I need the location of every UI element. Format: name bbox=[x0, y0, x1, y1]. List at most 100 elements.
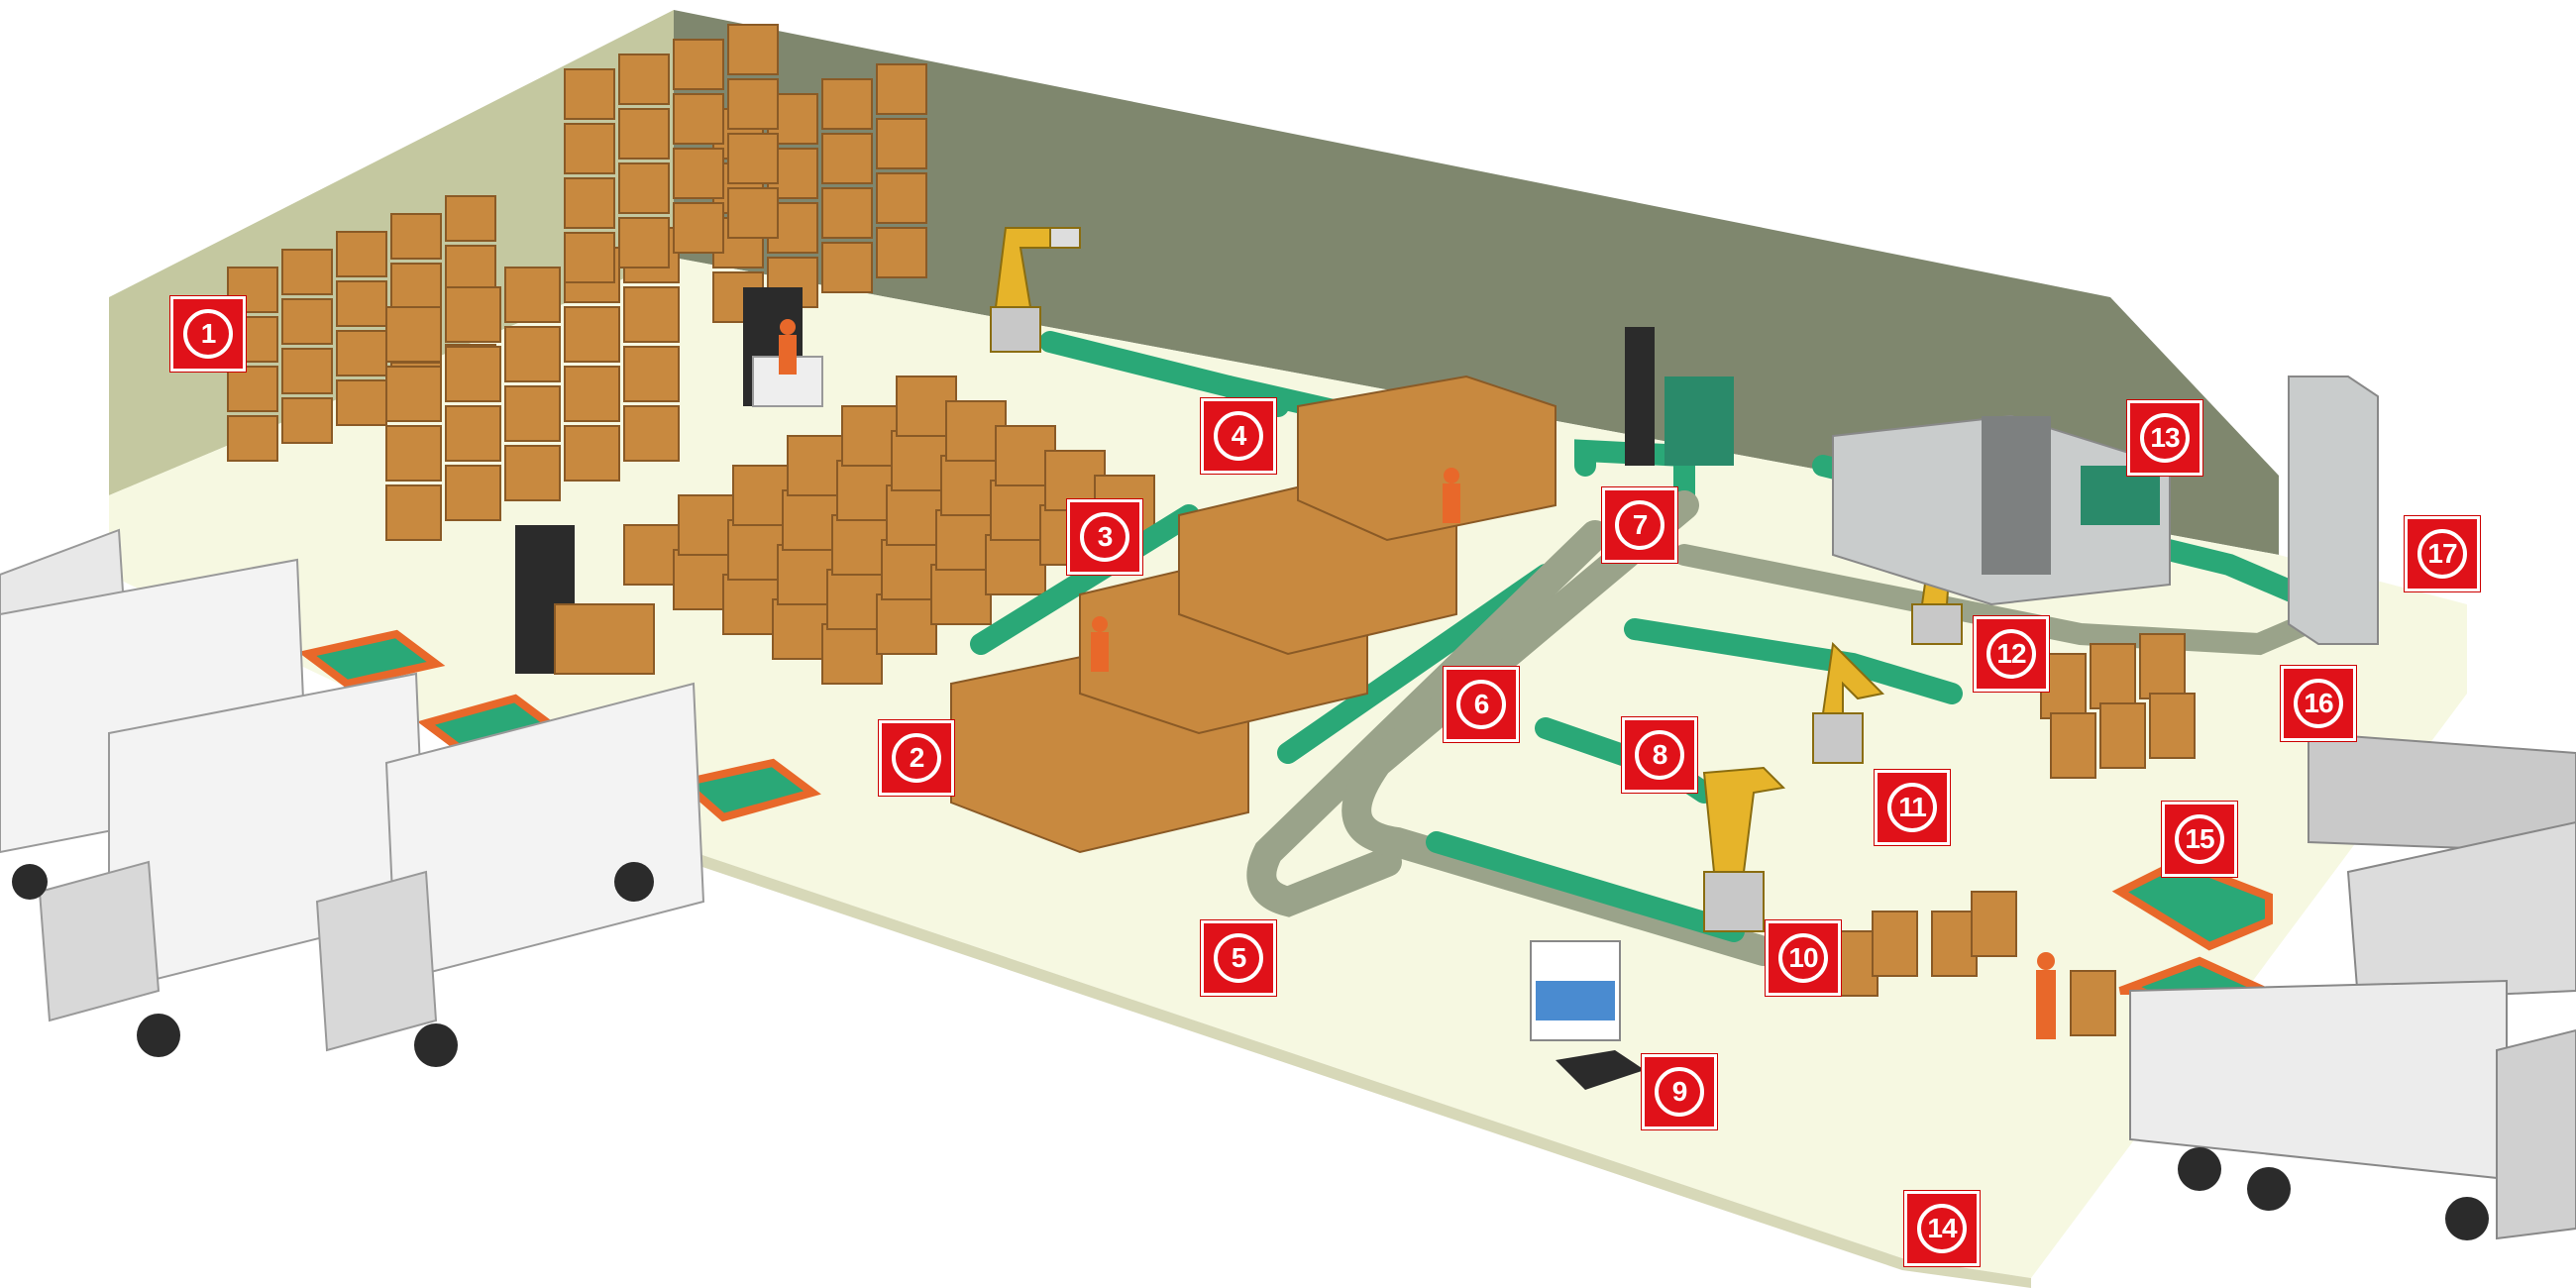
cardboard-box bbox=[821, 242, 873, 293]
marker-6: 6 bbox=[1444, 667, 1519, 742]
cardboard-box bbox=[727, 24, 779, 75]
marker-3: 3 bbox=[1067, 499, 1142, 575]
marker-7: 7 bbox=[1602, 487, 1677, 563]
cardboard-box bbox=[281, 397, 333, 444]
marker-17: 17 bbox=[2405, 516, 2480, 591]
marker-label: 9 bbox=[1671, 1076, 1688, 1107]
cardboard-box bbox=[504, 326, 561, 382]
cardboard-box bbox=[2149, 693, 2196, 759]
tower-unit bbox=[2288, 376, 2379, 645]
cardboard-box bbox=[727, 78, 779, 130]
marker-label: 15 bbox=[2185, 823, 2214, 854]
marker-label: 17 bbox=[2427, 538, 2457, 569]
cardboard-box bbox=[227, 267, 278, 313]
cardboard-box bbox=[2090, 643, 2136, 709]
truck-icon bbox=[2129, 731, 2576, 1240]
marker-2: 2 bbox=[879, 720, 954, 796]
cardboard-box bbox=[618, 108, 670, 160]
cardboard-box bbox=[985, 534, 1046, 595]
cardboard-box bbox=[336, 280, 387, 327]
agv-icon bbox=[1530, 940, 1645, 1090]
marker-label: 10 bbox=[1788, 942, 1818, 973]
packing-machine-icon bbox=[1832, 414, 2171, 606]
marker-12: 12 bbox=[1974, 616, 2049, 692]
cardboard-box bbox=[673, 202, 724, 254]
marker-label: 8 bbox=[1652, 739, 1668, 770]
cardboard-box bbox=[821, 623, 883, 685]
marker-label: 12 bbox=[1996, 638, 2026, 669]
cardboard-box bbox=[445, 245, 496, 291]
cardboard-box bbox=[876, 593, 937, 655]
marker-label: 1 bbox=[200, 318, 217, 349]
cardboard-box bbox=[390, 263, 442, 309]
marker-16: 16 bbox=[2281, 666, 2356, 741]
flow-rack bbox=[950, 375, 1556, 854]
marker-14: 14 bbox=[1904, 1191, 1980, 1266]
marker-label: 5 bbox=[1231, 942, 1247, 973]
cardboard-box bbox=[618, 217, 670, 268]
cardboard-box bbox=[821, 78, 873, 130]
cardboard-box bbox=[336, 379, 387, 426]
cardboard-box bbox=[227, 366, 278, 412]
cardboard-box bbox=[445, 405, 501, 462]
cardboard-box bbox=[821, 133, 873, 184]
cardboard-box bbox=[504, 267, 561, 323]
cardboard-box bbox=[564, 366, 620, 422]
marker-8: 8 bbox=[1622, 717, 1697, 793]
cardboard-box bbox=[1971, 891, 2017, 957]
cardboard-box bbox=[876, 118, 927, 169]
cardboard-box bbox=[281, 348, 333, 394]
marker-label: 11 bbox=[1898, 792, 1927, 822]
cardboard-box bbox=[504, 385, 561, 442]
marker-4: 4 bbox=[1201, 398, 1276, 474]
marker-label: 2 bbox=[909, 742, 925, 773]
marker-10: 10 bbox=[1766, 920, 1841, 996]
cardboard-box bbox=[445, 465, 501, 521]
cardboard-box bbox=[618, 54, 670, 105]
dock-pad bbox=[297, 629, 446, 689]
marker-label: 7 bbox=[1632, 509, 1649, 540]
cardboard-box bbox=[227, 415, 278, 462]
cardboard-box bbox=[564, 425, 620, 482]
cardboard-box bbox=[564, 306, 620, 363]
cardboard-box bbox=[385, 366, 442, 422]
marker-11: 11 bbox=[1875, 770, 1950, 845]
cardboard-box bbox=[336, 330, 387, 376]
dock-pad bbox=[675, 758, 821, 822]
forklift-icon bbox=[515, 287, 823, 675]
cardboard-box bbox=[564, 232, 615, 283]
cardboard-box bbox=[564, 68, 615, 120]
cardboard-box bbox=[876, 227, 927, 278]
cardboard-box bbox=[623, 346, 680, 402]
cardboard-box bbox=[727, 133, 779, 184]
cardboard-box bbox=[727, 187, 779, 239]
marker-label: 13 bbox=[2150, 422, 2180, 453]
cardboard-box bbox=[385, 306, 442, 363]
marker-label: 16 bbox=[2304, 688, 2333, 718]
cardboard-box bbox=[336, 231, 387, 277]
cardboard-box bbox=[445, 346, 501, 402]
lift-icon bbox=[1625, 327, 1734, 466]
cardboard-box bbox=[876, 63, 927, 115]
cardboard-box bbox=[2099, 702, 2146, 769]
marker-label: 6 bbox=[1473, 689, 1490, 719]
cardboard-box bbox=[445, 286, 501, 343]
marker-label: 14 bbox=[1927, 1213, 1957, 1243]
cardboard-box bbox=[673, 148, 724, 199]
cardboard-box bbox=[623, 286, 680, 343]
cardboard-box bbox=[445, 195, 496, 242]
marker-15: 15 bbox=[2162, 802, 2237, 877]
cardboard-box bbox=[564, 177, 615, 229]
robot-arm-icon bbox=[990, 227, 1963, 932]
marker-label: 4 bbox=[1231, 420, 1247, 451]
cardboard-box bbox=[390, 213, 442, 260]
marker-9: 9 bbox=[1642, 1054, 1717, 1129]
marker-5: 5 bbox=[1201, 920, 1276, 996]
truck-icon bbox=[0, 528, 705, 1067]
storage-rack-icon bbox=[227, 24, 927, 541]
cardboard-box bbox=[618, 162, 670, 214]
marker-label: 3 bbox=[1097, 521, 1114, 552]
cardboard-box bbox=[2050, 712, 2096, 779]
marker-1: 1 bbox=[170, 296, 246, 372]
